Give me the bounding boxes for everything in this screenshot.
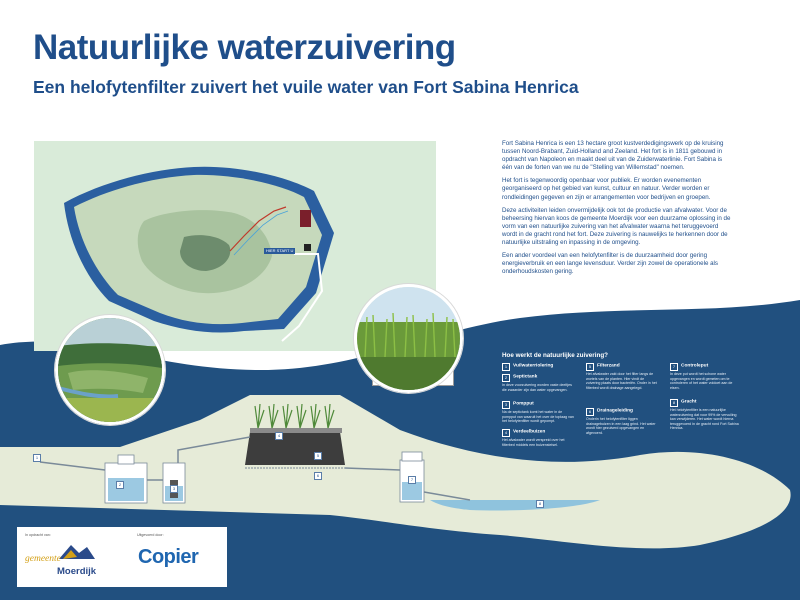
copier-logo: Copier — [138, 546, 199, 568]
marker-3: 3 — [170, 485, 178, 493]
gemeente-text: gemeente — [25, 554, 61, 564]
how-title: Hoe werkt de natuurlijke zuivering? — [502, 352, 609, 359]
moerdijk-text: Moerdijk — [57, 566, 97, 577]
marker-6: 6 — [314, 472, 322, 480]
commissioned-by-caption: In opdracht van: — [25, 533, 51, 537]
moerdijk-logo-icon — [59, 545, 95, 559]
logo-box: In opdracht van: Uitgevoerd door: gemeen… — [17, 527, 227, 587]
aerial-photo — [55, 315, 165, 425]
page-title: Natuurlijke waterzuivering — [33, 28, 456, 67]
fort-map-drawing — [64, 166, 334, 342]
marker-8: 8 — [536, 500, 544, 508]
page-subtitle: Een helofytenfilter zuivert het vuile wa… — [33, 77, 579, 97]
intro-paragraph: Het fort is tegenwoordig openbaar voor p… — [502, 177, 711, 201]
marker-1: 1 — [33, 454, 41, 462]
intro-paragraph: Deze activiteiten leiden onvermijdelijk … — [502, 206, 731, 247]
intro-paragraph: Een ander voordeel van een helofytenfilt… — [502, 252, 719, 276]
site-map: HIER START U Legenda Riolering afvalwate… — [34, 141, 454, 386]
reed-photo — [354, 284, 463, 393]
start-label: HIER START U — [264, 248, 296, 254]
marker-2: 2 — [116, 481, 124, 489]
executed-by-caption: Uitgevoerd door: — [137, 533, 164, 537]
marker-7: 7 — [408, 476, 416, 484]
intro-paragraph: Fort Sabina Henrica is een 13 hectare gr… — [502, 140, 724, 172]
marker-5: 5 — [314, 452, 322, 460]
marker-4: 4 — [275, 432, 283, 440]
intro-text: Fort Sabina Henrica is een 13 hectare gr… — [502, 140, 734, 281]
